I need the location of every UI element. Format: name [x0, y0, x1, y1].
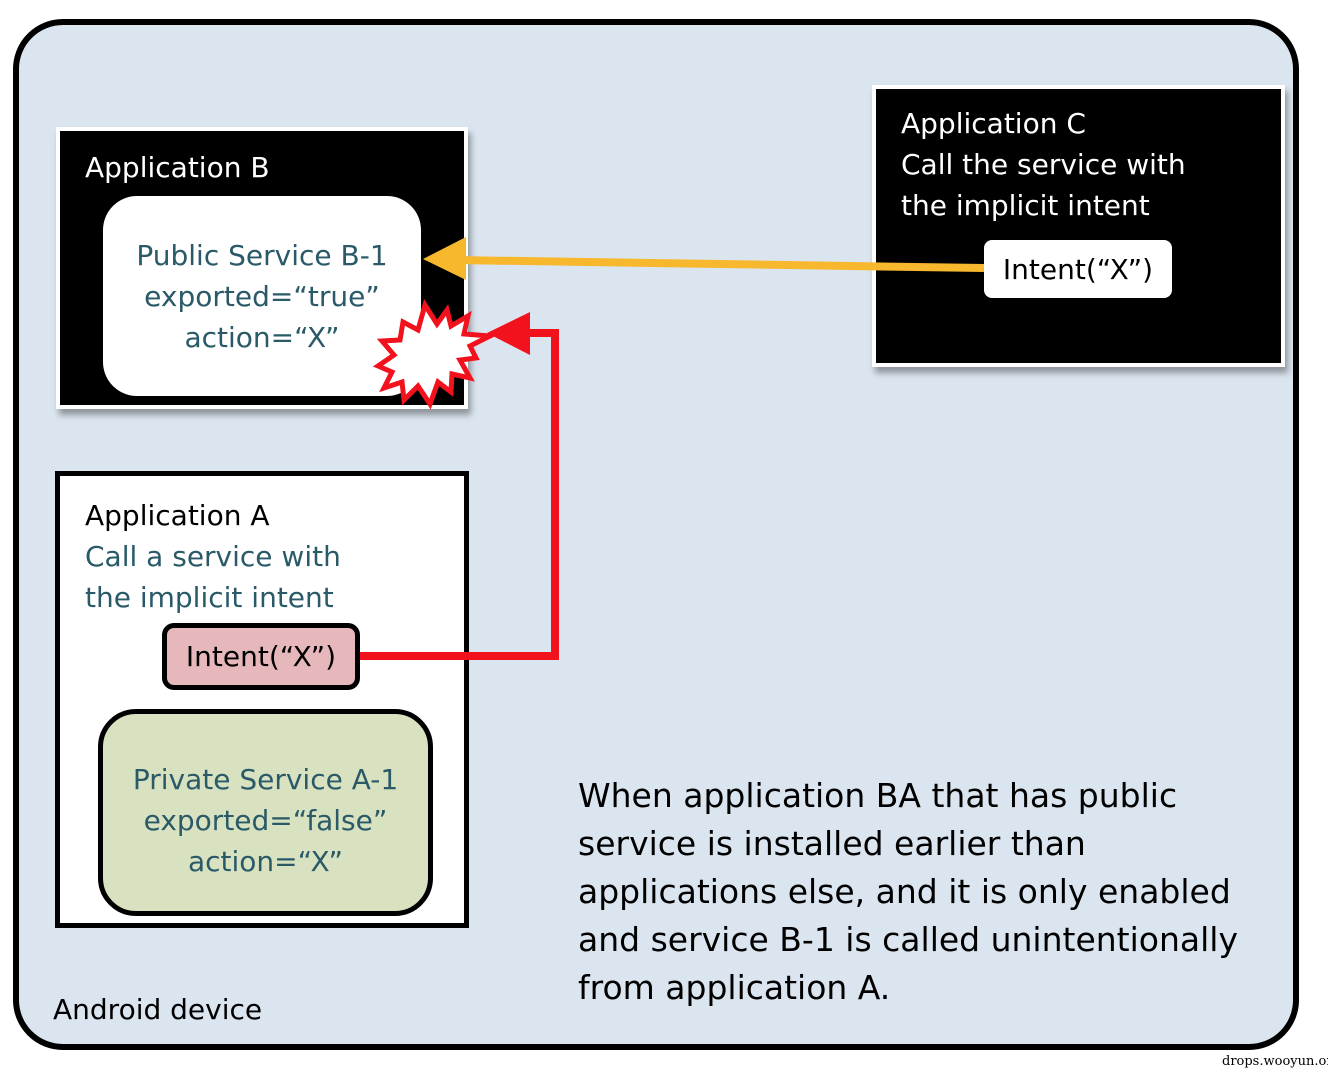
application-a-title: Application A: [85, 499, 270, 532]
application-c-box: Application C Call the service with the …: [872, 85, 1285, 367]
arrowhead-c-to-b: [423, 237, 466, 280]
service-b1-action: action=“X”: [184, 321, 340, 354]
description-line: from application A.: [578, 968, 891, 1007]
public-service-b1: Public Service B-1 exported=“true” actio…: [103, 196, 421, 396]
application-a-subtitle-line-1: Call a service with: [85, 540, 341, 573]
watermark: drops.wooyun.org: [1222, 1054, 1328, 1069]
collision-burst-icon: [372, 298, 500, 410]
description-text: When application BA that has public serv…: [578, 772, 1278, 1012]
arrow-line-a-to-b: [360, 329, 559, 660]
android-device-label: Android device: [53, 993, 263, 1026]
intent-c: Intent(“X”): [984, 240, 1172, 298]
application-b-title: Application B: [85, 151, 270, 184]
application-c-title: Application C: [901, 107, 1086, 140]
private-service-a1: Private Service A-1 exported=“false” act…: [98, 709, 433, 916]
description-line: service is installed earlier than: [578, 824, 1086, 863]
application-c-subtitle-line-2: the implicit intent: [901, 189, 1150, 222]
application-a-subtitle-line-2: the implicit intent: [85, 581, 334, 614]
service-a1-name: Private Service A-1: [132, 763, 399, 796]
service-a1-action: action=“X”: [187, 845, 344, 878]
description-line: and service B-1 is called unintentionall…: [578, 920, 1238, 959]
description-line: When application BA that has public: [578, 776, 1178, 815]
service-a1-exported: exported=“false”: [143, 804, 388, 837]
arrowhead-a-to-b: [487, 312, 530, 355]
application-c-subtitle-line-1: Call the service with: [901, 148, 1186, 181]
service-b1-name: Public Service B-1: [136, 239, 388, 272]
description-line: applications else, and it is only enable…: [578, 872, 1231, 911]
service-b1-exported: exported=“true”: [144, 280, 380, 313]
arrow-line-c-to-b: [454, 256, 985, 272]
intent-a: Intent(“X”): [162, 623, 360, 690]
